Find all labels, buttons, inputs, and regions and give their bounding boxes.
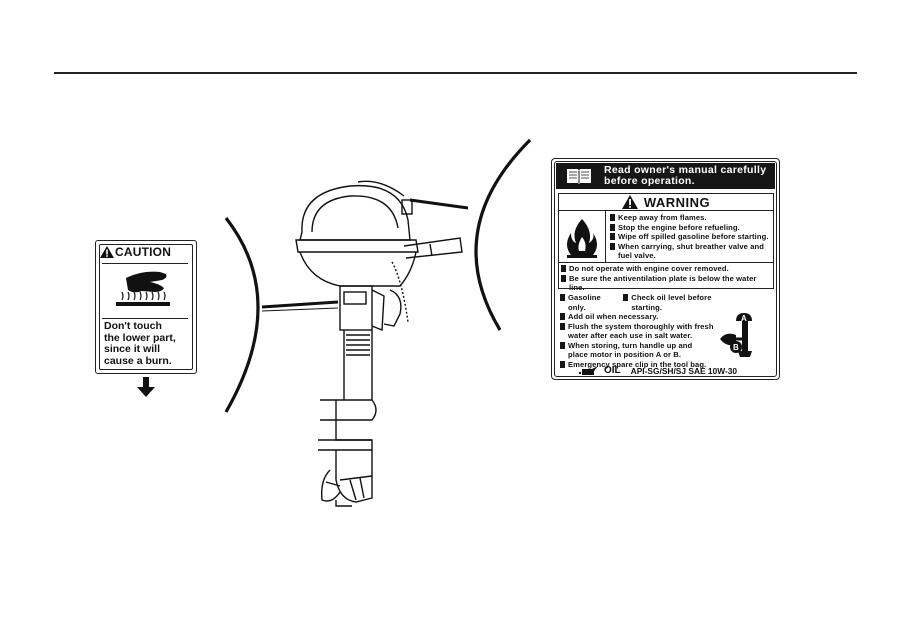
list-item-text: When carrying, shut breather valve and f…: [618, 241, 765, 261]
oil-can-icon: [578, 365, 598, 375]
manual-note-bar: Read owner's manual carefully before ope…: [556, 163, 775, 189]
list-item-text: Do not operate with engine cover removed…: [569, 264, 729, 273]
list-item: Be sure the antiventilation plate is bel…: [559, 274, 773, 293]
position-b-label: B: [733, 343, 739, 352]
caution-header-text: CAUTION: [115, 245, 172, 259]
flame-icon: [567, 219, 597, 258]
hot-surface-hand-icon: [102, 263, 188, 319]
list-item: Check oil level before starting.: [621, 293, 718, 312]
manual-book-icon: [567, 169, 591, 184]
caution-text: Don't touch the lower part, since it wil…: [104, 320, 176, 367]
list-item: Keep away from flames.: [608, 213, 773, 223]
list-item-text: Flush the system thoroughly with fresh w…: [568, 321, 714, 341]
down-arrow-icon: [137, 377, 155, 397]
list-item: When storing, turn handle up and place m…: [558, 341, 718, 360]
warning-triangle-icon: [621, 195, 638, 209]
list-item-text: Emergency spare clip in the tool bag.: [568, 359, 707, 369]
list-item-text: Be sure the antiventilation plate is bel…: [569, 273, 757, 293]
list-item: Gasoline only.: [558, 293, 607, 312]
list-item: When carrying, shut breather valve and f…: [608, 242, 773, 261]
list-item-text: Stop the engine before refueling.: [618, 222, 740, 232]
manual-note-text: Read owner's manual carefully before ope…: [604, 164, 767, 187]
oil-spec: API-SG/SH/SJ SAE 10W-30: [630, 365, 738, 376]
oil-spec-line: OIL API-SG/SH/SJ SAE 10W-30: [578, 365, 737, 376]
warning-title-text: WARNING: [643, 194, 711, 210]
caution-label: CAUTION Don't touch the lower part, sinc…: [95, 240, 197, 374]
warning-box: WARNING Keep away from flames. Stop the …: [558, 193, 774, 292]
caution-header: CAUTION: [100, 245, 189, 259]
warning-label-frame: [554, 161, 777, 377]
storage-position-diagram: A B: [720, 313, 752, 357]
header-rule: [54, 72, 857, 74]
list-item: Stop the engine before refueling.: [608, 223, 773, 233]
list-item: Wipe off spilled gasoline before startin…: [608, 232, 773, 242]
list-item-text: Add oil when necessary.: [568, 312, 659, 321]
warning-triangle-icon: [100, 246, 114, 258]
list-item-text: When storing, turn handle up and place m…: [568, 340, 693, 360]
caution-label-frame: [99, 244, 193, 370]
flame-cell: [559, 211, 606, 262]
warning-title: WARNING: [559, 194, 773, 211]
warning-list: Keep away from flames. Stop the engine b…: [608, 213, 773, 261]
list-item: Add oil when necessary.: [558, 312, 718, 322]
list-item-text: Check oil level before starting.: [631, 293, 712, 312]
instructions-list: Gasoline only. Check oil level before st…: [558, 293, 718, 369]
list-item: Emergency spare clip in the tool bag.: [558, 360, 718, 370]
list-item-text: Wipe off spilled gasoline before startin…: [618, 232, 769, 241]
list-item: Do not operate with engine cover removed…: [559, 264, 773, 274]
list-item-text: Keep away from flames.: [618, 213, 707, 222]
warning-label: Read owner's manual carefully before ope…: [551, 158, 780, 380]
warning-notes: Do not operate with engine cover removed…: [559, 262, 773, 293]
list-item: Flush the system thoroughly with fresh w…: [558, 322, 718, 341]
position-a-label: A: [741, 314, 747, 323]
oil-label: OIL: [604, 365, 621, 376]
list-item-text: Gasoline only.: [568, 293, 601, 312]
